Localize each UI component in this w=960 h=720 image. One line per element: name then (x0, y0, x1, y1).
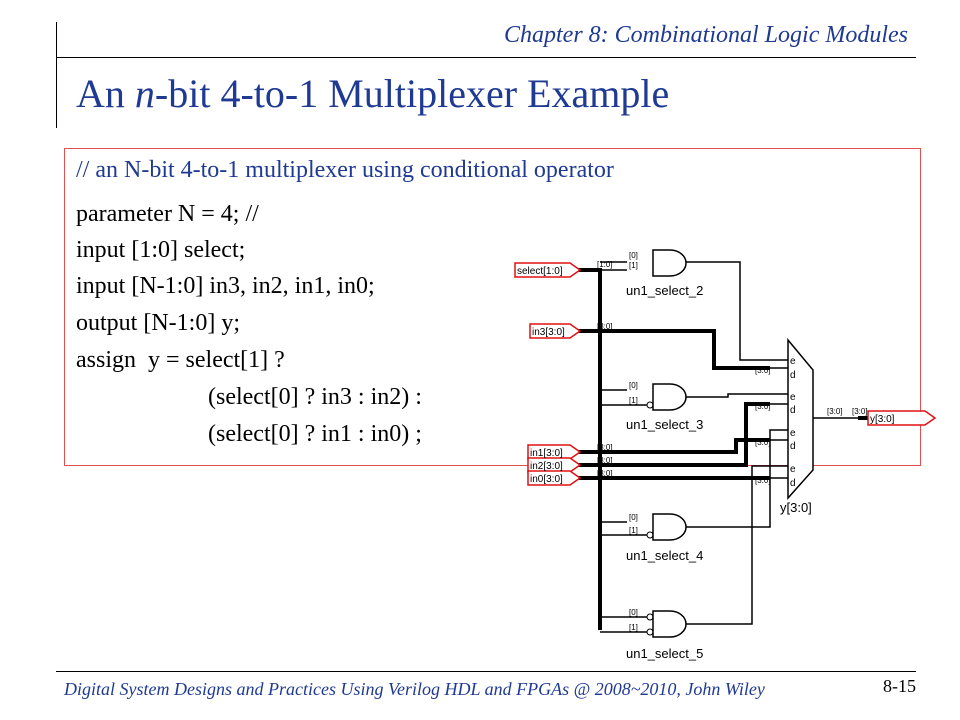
bus-label-mux-out: [3:0] (827, 407, 843, 416)
code-line-parameter: parameter N = 4; // (76, 201, 259, 227)
bus-label-d2: [3:0] (755, 438, 771, 447)
bus-label-in1: [3:0] (597, 443, 613, 452)
in1-port-label: in1[3:0] (530, 448, 563, 459)
bus-label-in2: [3:0] (597, 456, 613, 465)
chapter-heading: Chapter 8: Combinational Logic Modules (504, 22, 908, 48)
code-line-cond-lower: (select[0] ? in1 : in0) ; (208, 421, 422, 447)
header-vertical-rule (56, 22, 57, 128)
page-number: 8-15 (883, 676, 916, 696)
g4-in1-label: [1] (629, 526, 638, 535)
bus-label-d1: [3:0] (755, 402, 771, 411)
footer-citation: Digital System Designs and Practices Usi… (64, 679, 765, 699)
gate-label-un1-select-2: un1_select_2 (626, 283, 703, 298)
code-line-input-ins: input [N-1:0] in3, in2, in1, in0; (76, 273, 375, 299)
select-port-label: select[1:0] (517, 266, 563, 277)
mux-d2: d (790, 441, 796, 452)
title-prefix: An (76, 71, 135, 116)
footer-rule (56, 671, 916, 672)
code-line-assign: assign y = select[1] ? (76, 347, 285, 373)
mux-e0: e (790, 356, 796, 367)
code-line-input-select: input [1:0] select; (76, 237, 246, 263)
code-box (64, 148, 921, 466)
g2-in0-label: [0] (629, 251, 638, 260)
y-port-label: y[3:0] (870, 414, 895, 425)
gate-label-un1-select-3: un1_select_3 (626, 417, 703, 432)
bus-label-d0: [3:0] (755, 366, 771, 375)
code-line-comment: // an N-bit 4-to-1 multiplexer using con… (76, 157, 614, 183)
in2-port-label: in2[3:0] (530, 461, 563, 472)
in3-port-label: in3[3:0] (532, 327, 565, 338)
mux-e2: e (790, 428, 796, 439)
in0-port-label: in0[3:0] (530, 474, 563, 485)
bus-label-in3: [3:0] (597, 322, 613, 331)
g2-in1-label: [1] (629, 261, 638, 270)
mux-instance-label: y[3:0] (780, 500, 812, 515)
g3-in1-label: [1] (629, 396, 638, 405)
header-horizontal-rule (56, 57, 916, 58)
mux-d1: d (790, 405, 796, 416)
mux-d0: d (790, 370, 796, 381)
g5-in0-label: [0] (629, 608, 638, 617)
code-line-cond-upper: (select[0] ? in3 : in2) : (208, 384, 422, 410)
bus-label-select: [1:0] (597, 260, 613, 269)
mux-d3: d (790, 478, 796, 489)
mux-e1: e (790, 392, 796, 403)
bus-label-d3: [3:0] (755, 476, 771, 485)
title-suffix: -bit 4-to-1 Multiplexer Example (154, 71, 670, 116)
bus-label-y: [3:0] (852, 407, 868, 416)
g3-in0-label: [0] (629, 381, 638, 390)
bus-label-in0: [3:0] (597, 469, 613, 478)
code-line-output: output [N-1:0] y; (76, 310, 240, 336)
gate-label-un1-select-4: un1_select_4 (626, 548, 703, 563)
title-italic-n: n (134, 71, 155, 116)
gate-label-un1-select-5: un1_select_5 (626, 646, 703, 661)
g4-in0-label: [0] (629, 513, 638, 522)
g5-in1-label: [1] (629, 623, 638, 632)
mux-e3: e (790, 464, 796, 475)
slide-title: An n-bit 4-to-1 Multiplexer Example (76, 70, 669, 117)
